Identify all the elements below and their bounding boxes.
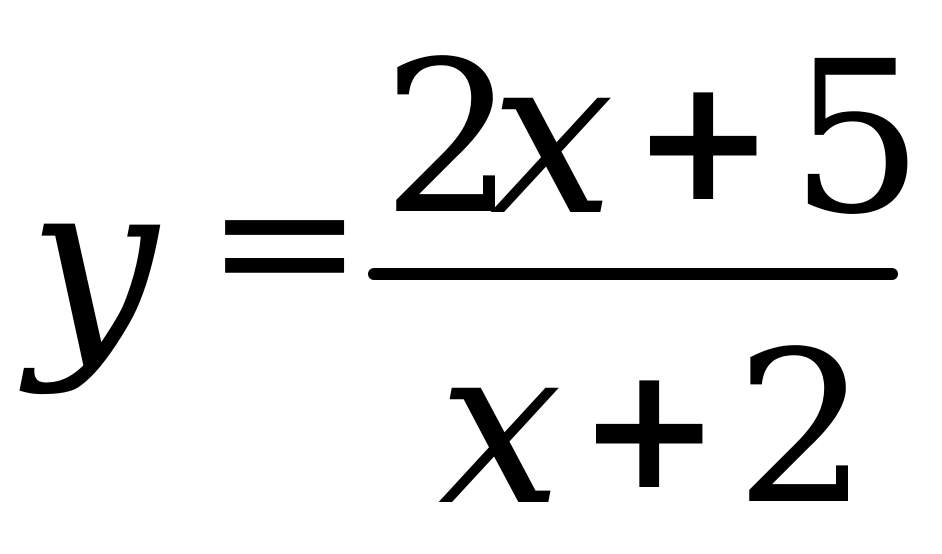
numerator-variable-x: x [490, 8, 615, 264]
denominator-variable-x: x [438, 298, 563, 554]
numerator-constant: 5 [790, 16, 924, 261]
equals-sign: = [205, 130, 365, 351]
numerator-coefficient: 2 [382, 16, 516, 261]
fraction-bar [368, 268, 898, 280]
numerator-plus-sign: + [632, 42, 775, 240]
denominator-constant: 2 [735, 306, 869, 551]
denominator-plus-sign: + [578, 330, 721, 528]
rational-function-equation: y = 2 x + 5 x + 2 [28, 8, 924, 551]
lhs-variable-y: y [28, 131, 158, 398]
